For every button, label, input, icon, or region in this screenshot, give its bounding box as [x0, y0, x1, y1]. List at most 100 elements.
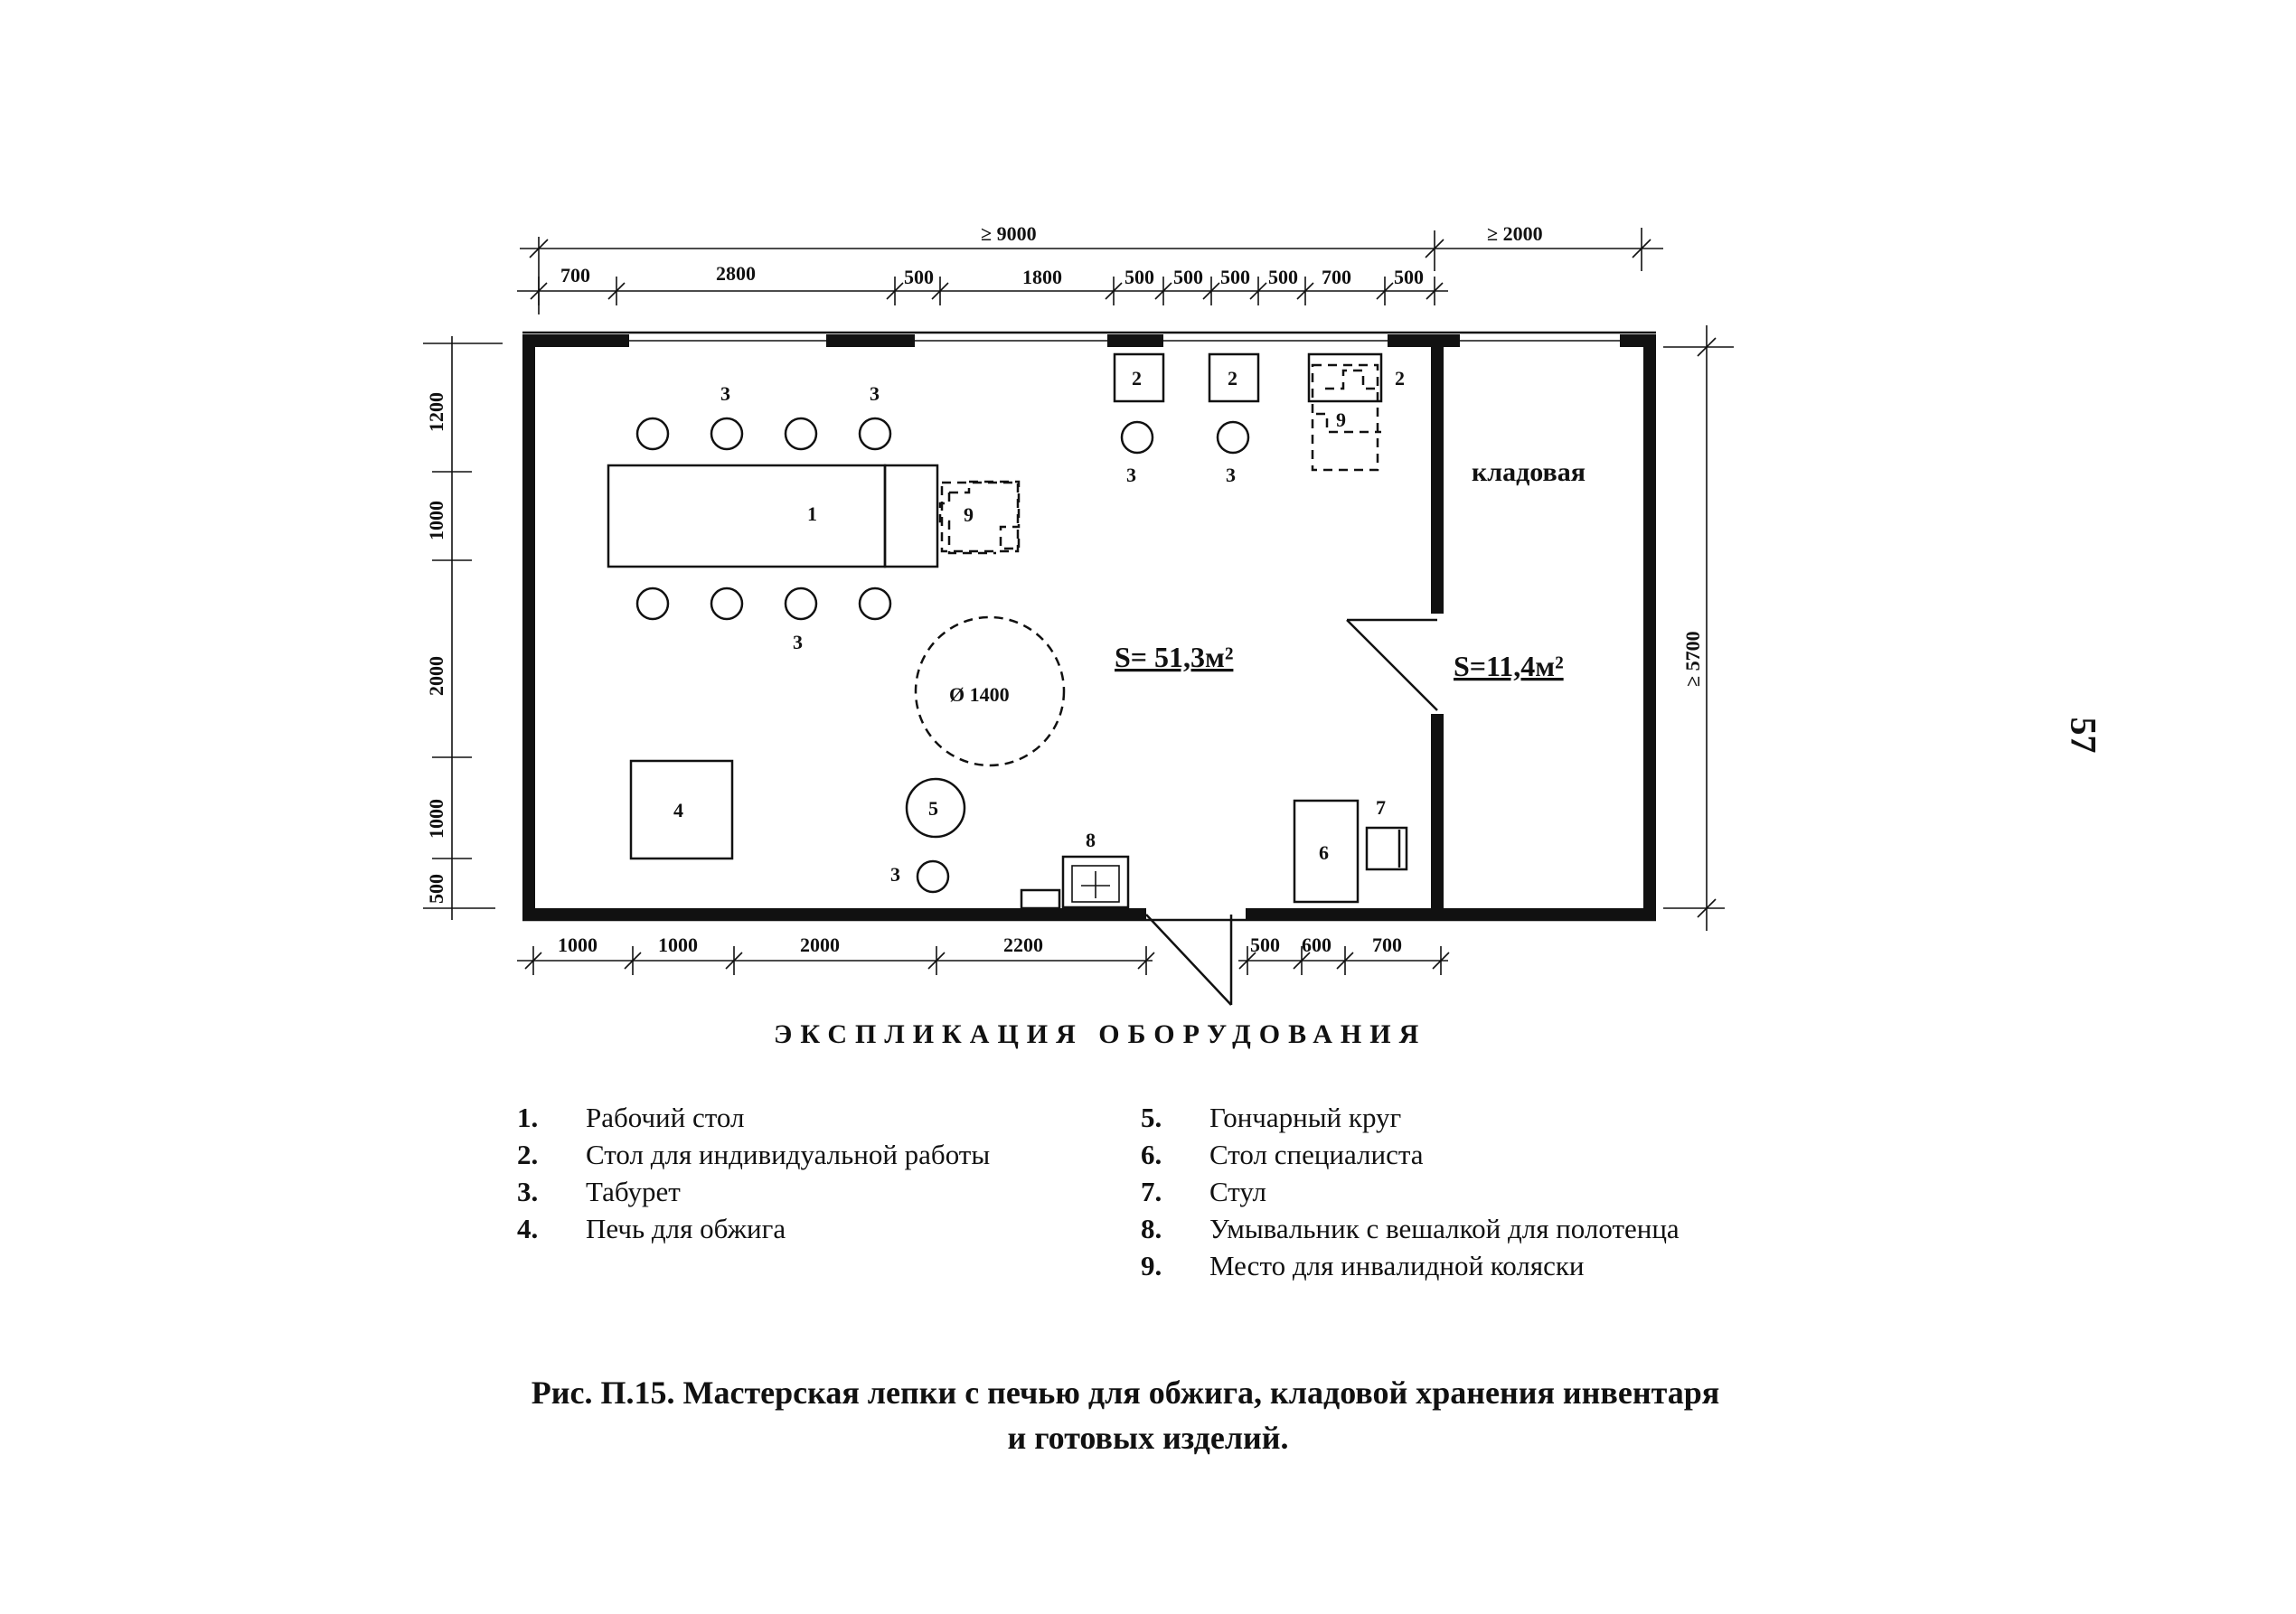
caption-line-1: Рис. П.15. Мастерская лепки с печью для …: [531, 1375, 1720, 1411]
dimension-slash: [624, 952, 642, 970]
mark-3-d: 3: [1126, 464, 1136, 486]
stool: [916, 859, 950, 894]
potters-wheel: [905, 777, 966, 839]
legend-num: 8.: [1141, 1213, 1162, 1244]
dimension-slash: [530, 282, 548, 300]
furniture: 1 3 3 3 3 3 3 2 2 2 9 9 Ø 1400 4 5: [607, 352, 1586, 910]
chair: [1365, 826, 1408, 871]
dimension-slash: [1432, 952, 1450, 970]
dimension-slash: [524, 952, 542, 970]
legend-text: Умывальник с вешалкой для полотенца: [1209, 1213, 1680, 1244]
dim-top-seg-6: 500: [1173, 266, 1203, 288]
top-dimensions: ≥ 9000 ≥ 2000 700 2800 500 1800 500 500 …: [517, 222, 1663, 314]
dimension-slash: [1249, 282, 1267, 300]
walls: [522, 331, 1656, 1006]
legend-item: 9.Место для инвалидной коляски: [1141, 1247, 1680, 1284]
dim-left-seg-5: 500: [425, 874, 447, 904]
legend-left-column: 1.Рабочий стол 2. Стол для индивидуальной…: [517, 1099, 990, 1247]
legend-text: Стол для индивидуальной работы: [586, 1139, 991, 1170]
dimension-slash: [1336, 952, 1354, 970]
mark-5: 5: [928, 797, 938, 820]
mark-3-a: 3: [720, 382, 730, 405]
stool: [635, 417, 670, 451]
mark-9-b: 9: [1336, 408, 1346, 431]
mark-2-c: 2: [1395, 367, 1405, 389]
stool: [1216, 420, 1250, 455]
turning-circle: [914, 615, 1066, 767]
legend-item: 8. Умывальник с вешалкой для полотенца: [1141, 1210, 1680, 1247]
mark-3-c: 3: [793, 631, 803, 653]
legend-num: 7.: [1141, 1176, 1162, 1207]
page-number: 57: [2063, 717, 2104, 754]
legend-text: Стол специалиста: [1209, 1139, 1424, 1170]
legend-num: 3.: [517, 1176, 539, 1207]
towel-hanger: [1020, 888, 1061, 910]
mark-8: 8: [1086, 829, 1096, 851]
stool: [784, 586, 818, 621]
dimension-slash: [607, 282, 626, 300]
dimension-slash: [1376, 282, 1394, 300]
dimension-slash: [725, 952, 743, 970]
dim-top-seg-7: 500: [1220, 266, 1250, 288]
mark-3-b: 3: [870, 382, 880, 405]
legend-num: 6.: [1141, 1139, 1162, 1170]
mark-6: 6: [1319, 841, 1329, 864]
bottom-dimensions: 1000 1000 2000 2200 500 600 700: [517, 934, 1450, 975]
legend-item: 4. Печь для обжига: [517, 1210, 990, 1247]
legend-item: 5. Гончарный круг: [1141, 1099, 1680, 1136]
mark-2-b: 2: [1228, 367, 1237, 389]
dim-overall-main: ≥ 9000: [981, 222, 1037, 245]
legend-text: Табурет: [586, 1176, 681, 1207]
stool: [635, 586, 670, 621]
legend-item: 1.Рабочий стол: [517, 1099, 990, 1136]
dimension-slash: [1202, 282, 1220, 300]
stool: [858, 586, 892, 621]
wheelchair-footprint-2: [1311, 363, 1379, 472]
legend-text: Гончарный круг: [1209, 1102, 1402, 1133]
dim-bottom-seg-5: 500: [1250, 934, 1280, 956]
stool: [784, 417, 818, 451]
floor-plan: ≥ 9000 ≥ 2000 700 2800 500 1800 500 500 …: [423, 222, 1734, 1006]
dim-top-seg-8: 500: [1268, 266, 1298, 288]
stool: [858, 417, 892, 451]
dimension-slash: [1426, 282, 1444, 300]
dim-left-seg-1: 1200: [425, 392, 447, 432]
work-table: [607, 464, 887, 568]
dimension-slash: [1105, 282, 1123, 300]
washbasin-bowl: [1071, 865, 1120, 903]
legend-item: 2. Стол для индивидуальной работы: [517, 1136, 990, 1173]
legend-num: 4.: [517, 1213, 539, 1244]
specialist-table: [1293, 799, 1360, 904]
individual-table-3: [1307, 352, 1383, 403]
legend-item: 6. Стол специалиста: [1141, 1136, 1680, 1173]
dim-left-seg-3: 2000: [425, 656, 447, 696]
dim-left-seg-2: 1000: [425, 501, 447, 540]
legend-num: 9.: [1141, 1250, 1162, 1281]
dimension-slash: [931, 282, 949, 300]
dimension-slash: [1293, 952, 1311, 970]
dimension-slash: [927, 952, 946, 970]
mark-3-e: 3: [1226, 464, 1236, 486]
stool: [710, 586, 744, 621]
dim-bottom-seg-7: 700: [1372, 934, 1402, 956]
legend-text: Печь для обжига: [586, 1213, 786, 1244]
dim-top-seg-9: 700: [1322, 266, 1351, 288]
legend-right-column: 5. Гончарный круг 6. Стол специалиста 7. Ст…: [1141, 1099, 1680, 1284]
mark-3-f: 3: [890, 863, 900, 886]
dimension-slash: [1238, 952, 1256, 970]
individual-table-1: [1113, 352, 1165, 403]
legend-num: 2.: [517, 1139, 539, 1170]
dim-top-seg-3: 500: [904, 266, 934, 288]
dim-top-seg-10: 500: [1394, 266, 1424, 288]
stool: [710, 417, 744, 451]
legend-num: 5.: [1141, 1102, 1162, 1133]
dimension-slash: [1296, 282, 1314, 300]
wheelchair-space-1: [938, 480, 1021, 555]
figure-caption: Рис. П.15. Мастерская лепки с печью для …: [0, 1370, 2296, 1460]
kiln: [629, 759, 734, 860]
mark-7: 7: [1376, 796, 1386, 819]
storeroom-label: кладовая: [1472, 457, 1586, 487]
dim-top-seg-1: 700: [560, 264, 590, 286]
dim-overall-store: ≥ 2000: [1487, 222, 1543, 245]
wheelchair-footprint-1: [940, 481, 1020, 553]
